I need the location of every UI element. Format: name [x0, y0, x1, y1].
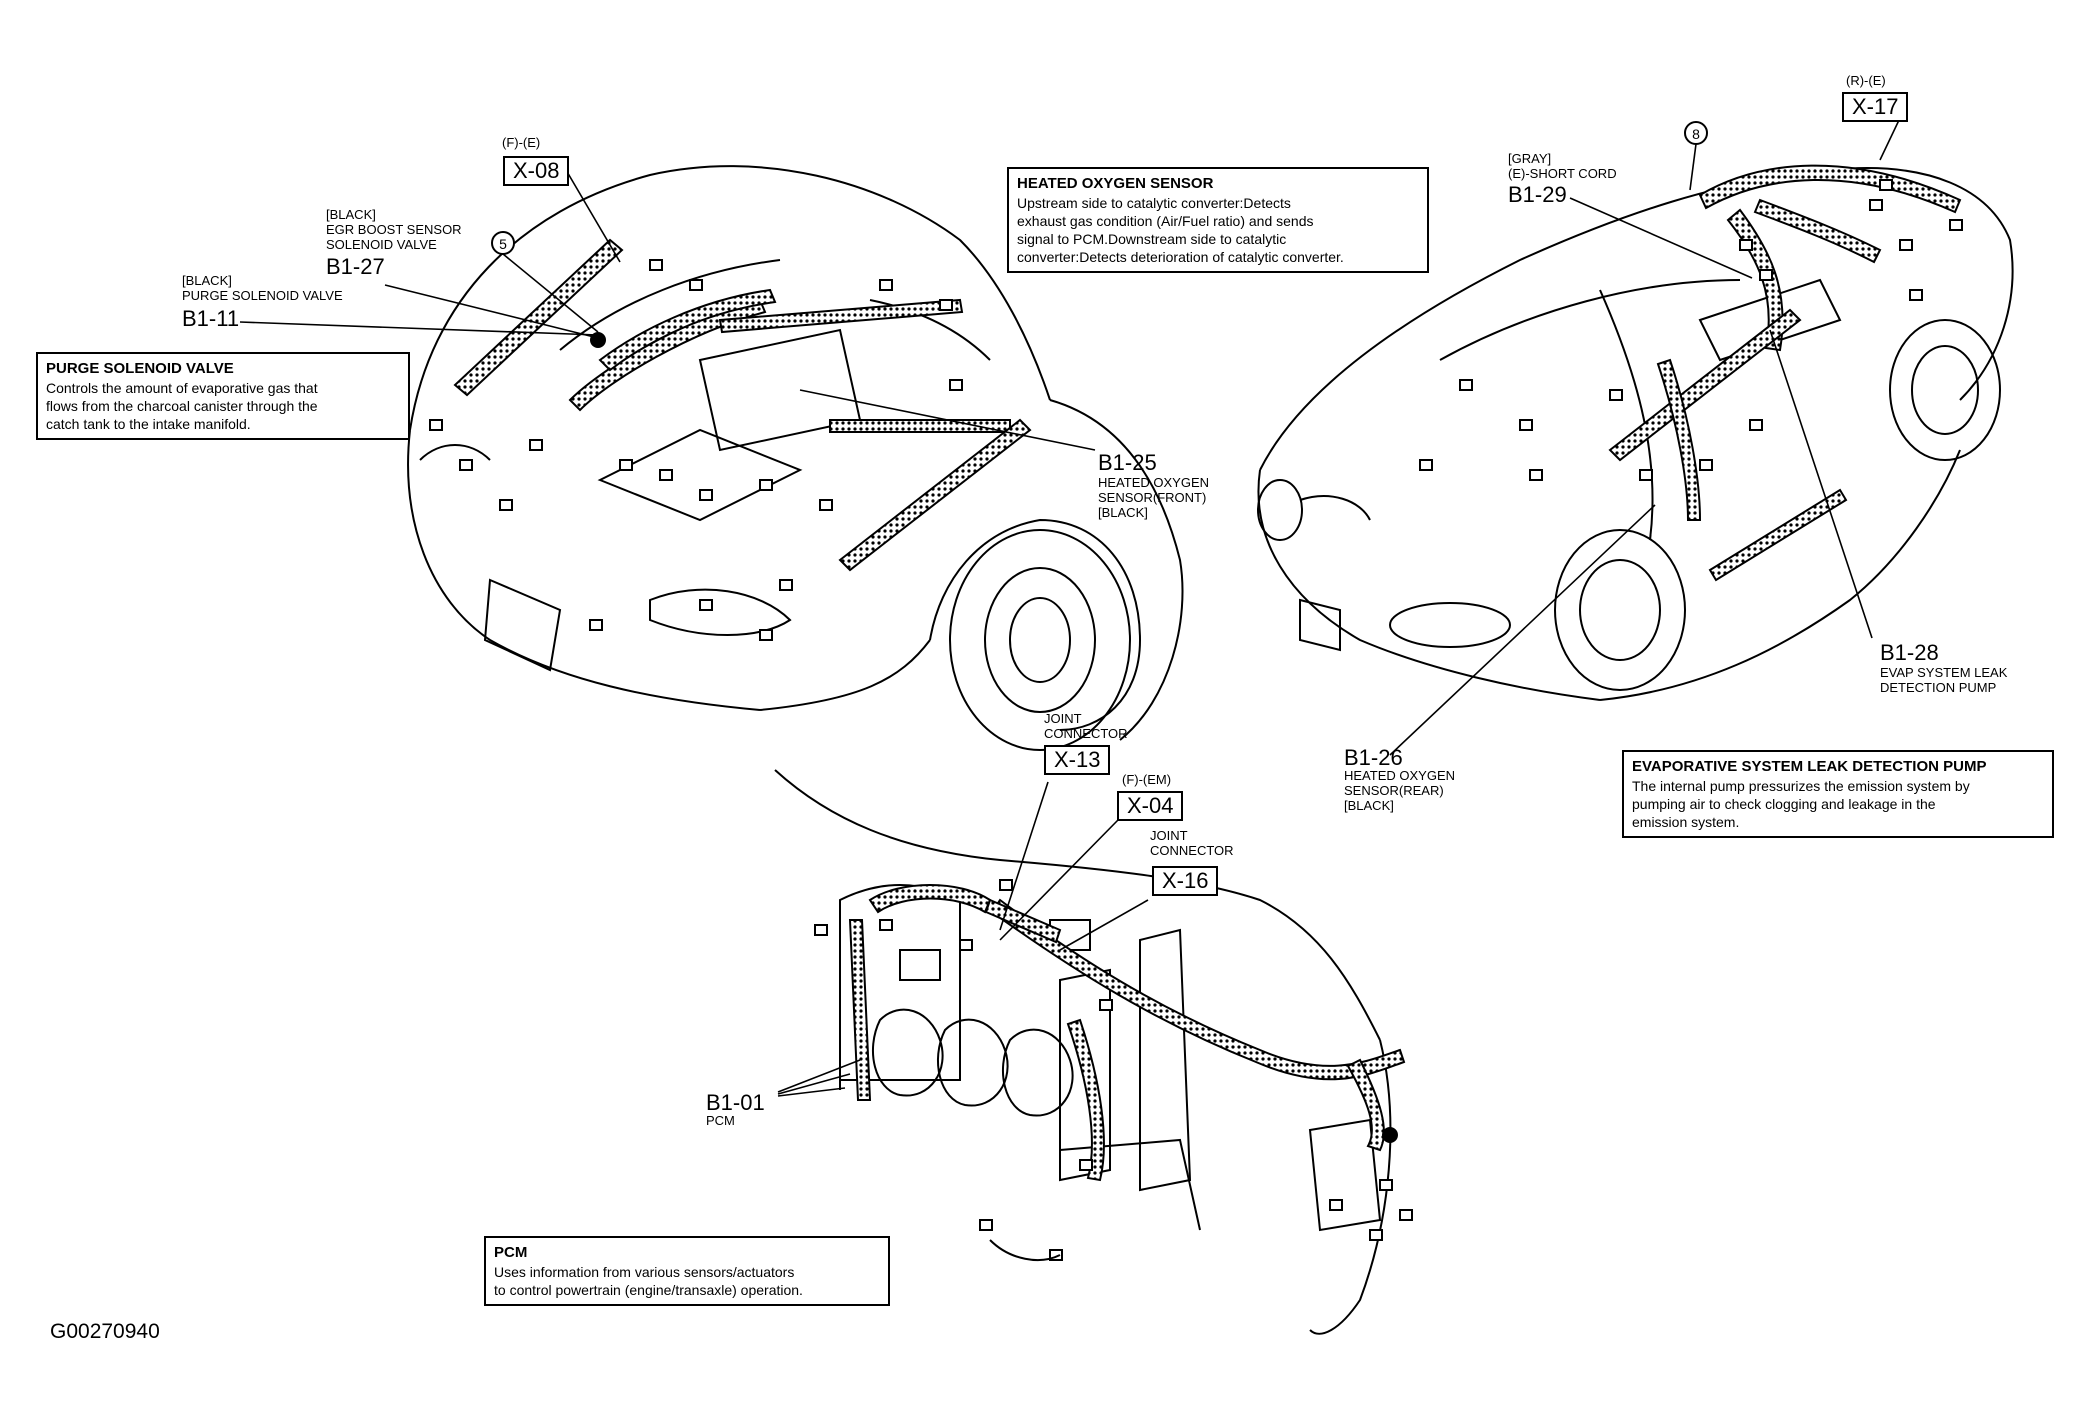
evap-leak-pump-note: EVAPORATIVE SYSTEM LEAK DETECTION PUMP T… — [1622, 750, 2054, 839]
leader-lines — [239, 117, 1901, 1097]
circle-marker-8: 8 — [1684, 121, 1708, 145]
x17-tag: (R)-(E) — [1846, 73, 1886, 88]
rear-car-connectors — [1419, 179, 1963, 481]
b129-code: B1-29 — [1508, 182, 1567, 207]
b127-caption: [BLACK] EGR BOOST SENSOR SOLENOID VALVE — [326, 207, 462, 252]
b126-caption: HEATED OXYGEN SENSOR(REAR) [BLACK] — [1344, 768, 1456, 813]
x04-code: X-04 — [1117, 791, 1184, 822]
b125-code: B1-25 — [1098, 450, 1157, 475]
heated-note-body: Upstream side to catalytic converter:Det… — [1017, 194, 1344, 266]
rear-car-harness — [1608, 164, 1962, 582]
front-car-harness — [453, 238, 1032, 572]
engine-bay-connectors — [814, 879, 1413, 1261]
b111-caption: [BLACK] PURGE SOLENOID VALVE — [182, 273, 343, 303]
pcm-note-body: Uses information from various sensors/ac… — [494, 1263, 803, 1298]
pcm-note-title: PCM — [494, 1244, 528, 1261]
figure-id: G00270940 — [50, 1320, 160, 1343]
b127-code: B1-27 — [326, 254, 385, 279]
x08-code: X-08 — [503, 156, 570, 187]
b125-caption: HEATED OXYGEN SENSOR(FRONT) [BLACK] — [1098, 475, 1210, 520]
x16-code: X-16 — [1152, 866, 1219, 897]
evap-note-title: EVAPORATIVE SYSTEM LEAK DETECTION PUMP — [1632, 758, 1987, 775]
front-car-outline — [407, 165, 1184, 751]
evap-note-body: The internal pump pressurizes the emissi… — [1632, 777, 1970, 830]
pcm-note: PCM Uses information from various sensor… — [484, 1236, 890, 1306]
b128-caption: EVAP SYSTEM LEAK DETECTION PUMP — [1880, 665, 2008, 695]
x17-code: X-17 — [1842, 92, 1909, 123]
b128-code: B1-28 — [1880, 640, 1939, 665]
circle-marker-8-label: 8 — [1692, 126, 1700, 142]
purge-solenoid-note: PURGE SOLENOID VALVE Controls the amount… — [36, 352, 410, 441]
heated-note-title: HEATED OXYGEN SENSOR — [1017, 175, 1214, 192]
b111-code: B1-11 — [182, 306, 240, 331]
b129-caption: [GRAY] (E)-SHORT CORD — [1508, 151, 1617, 181]
x04-tag: (F)-(EM) — [1122, 772, 1172, 787]
front-car-connectors — [429, 259, 963, 641]
x08-tag: (F)-(E) — [502, 135, 541, 150]
circle-marker-5: 5 — [491, 231, 515, 255]
purge-note-body: Controls the amount of evaporative gas t… — [46, 379, 318, 432]
purge-note-title: PURGE SOLENOID VALVE — [46, 360, 234, 377]
circle-marker-5-label: 5 — [499, 236, 507, 252]
heated-oxygen-sensor-note: HEATED OXYGEN SENSOR Upstream side to ca… — [1007, 167, 1429, 274]
engine-bay-harness — [848, 884, 1406, 1182]
b101-caption: PCM — [706, 1113, 735, 1128]
b101-code: B1-01 — [706, 1090, 765, 1115]
x13-caption: JOINT CONNECTOR — [1044, 711, 1128, 741]
x13-code: X-13 — [1044, 745, 1111, 776]
b126-code: B1-26 — [1344, 745, 1403, 770]
x16-caption: JOINT CONNECTOR — [1150, 828, 1234, 858]
